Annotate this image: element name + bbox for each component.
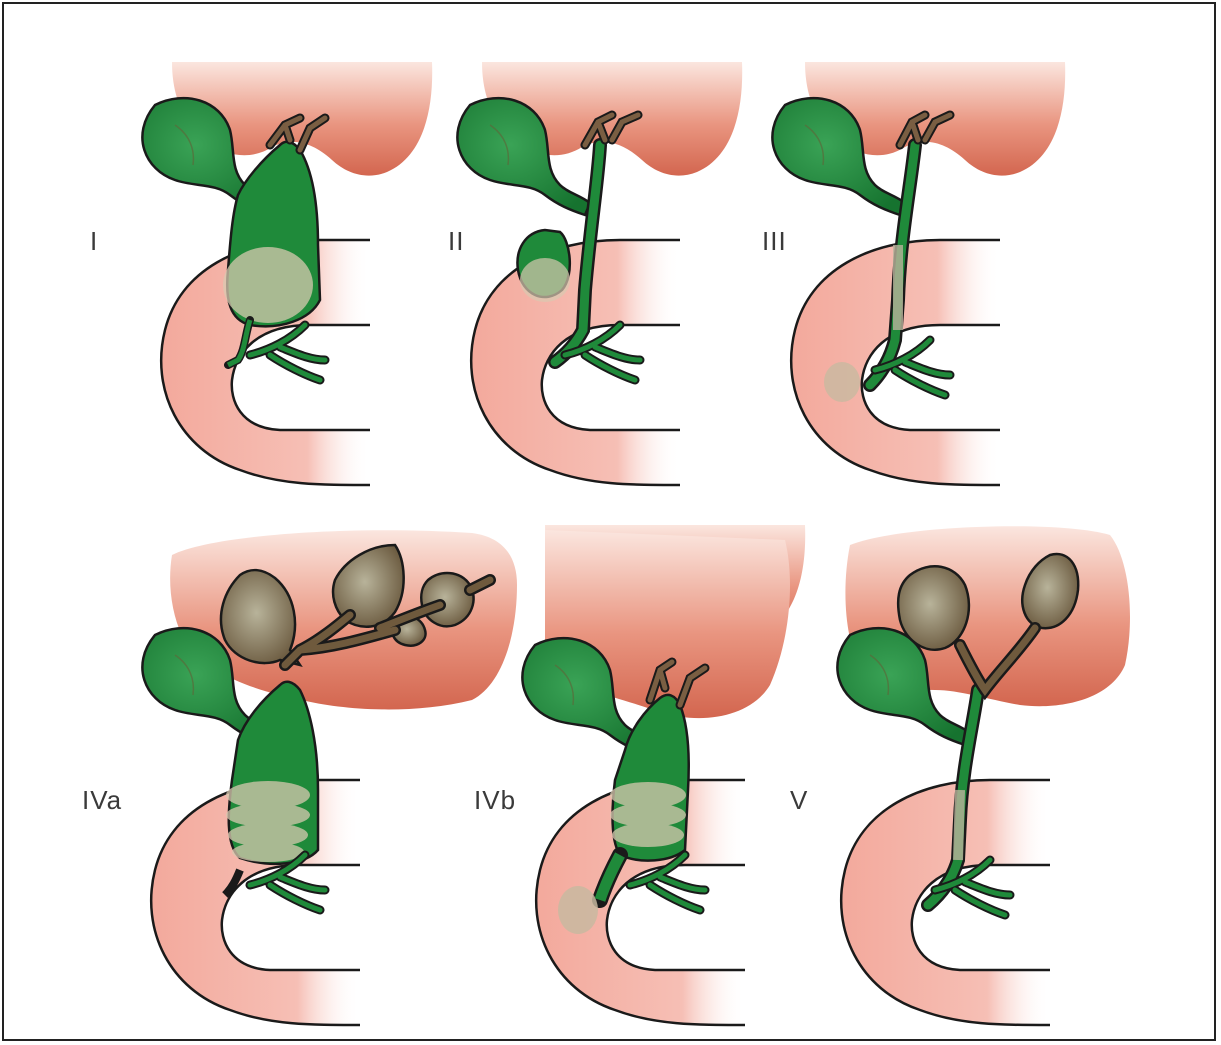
panel-label-type-1: I bbox=[90, 226, 98, 257]
panel-type-3 bbox=[772, 62, 1065, 485]
panel-type-1 bbox=[142, 62, 432, 485]
panel-type-5 bbox=[837, 526, 1130, 1025]
panel-label-type-4a: IVa bbox=[82, 785, 122, 816]
panel-label-type-5: V bbox=[790, 785, 808, 816]
panel-label-type-4b: IVb bbox=[474, 785, 516, 816]
panel-type-4b bbox=[522, 525, 805, 1025]
panel-label-type-3: III bbox=[762, 226, 787, 257]
panel-type-2 bbox=[457, 62, 742, 485]
panel-type-4a bbox=[142, 530, 517, 1025]
panel-label-type-2: II bbox=[448, 226, 464, 257]
